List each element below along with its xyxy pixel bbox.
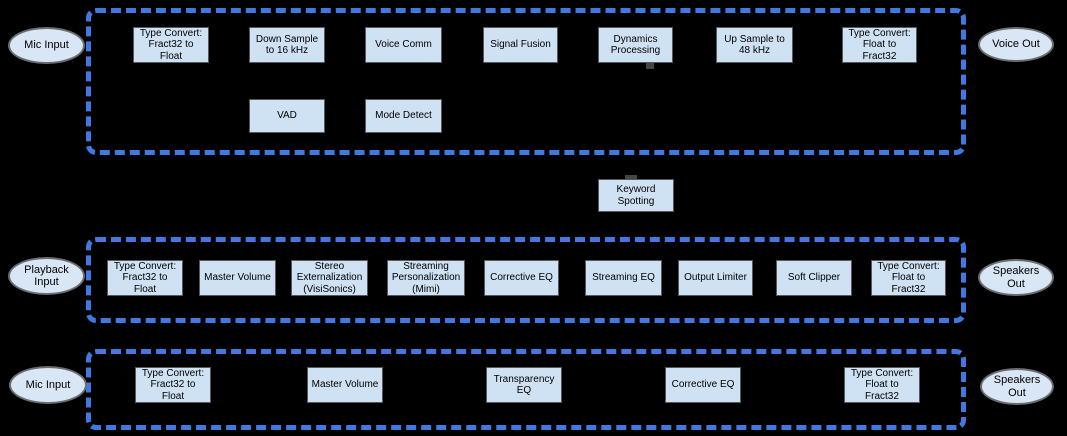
mode-detect: Mode Detect [365,99,442,133]
playback-corrective-eq: Corrective EQ [484,260,559,296]
playback-path-region [86,237,966,323]
clipped-text-under-dynamics [646,63,654,69]
clipped-text-above-keyword [625,175,637,179]
transparency-master-volume: Master Volume [307,367,383,403]
playback-type-convert-out: Type Convert: Float to Fract32 [871,260,946,296]
stereo-externalization: Stereo Externalization (VisiSonics) [291,260,368,296]
playback-type-convert-in: Type Convert: Fract32 to Float [107,260,183,296]
transparency-type-convert-in: Type Convert: Fract32 to Float [135,367,211,403]
mic-input-transparency: Mic Input [9,366,87,404]
voice-comm: Voice Comm [365,27,442,63]
keyword-spotting: Keyword Spotting [598,179,674,212]
dynamics-processing: Dynamics Processing [598,27,673,63]
playback-input: Playback Input [8,257,85,295]
streaming-eq: Streaming EQ [585,260,662,296]
voice-type-convert-in: Type Convert: Fract32 to Float [133,27,209,63]
transparency-corrective-eq: Corrective EQ [665,367,741,403]
voice-out: Voice Out [978,27,1054,62]
vad: VAD [249,99,325,133]
signal-fusion: Signal Fusion [483,27,558,63]
mic-input-voice: Mic Input [8,27,85,64]
transparency-path-region [86,349,966,430]
speakers-out-playback: Speakers Out [978,259,1054,296]
up-sample: Up Sample to 48 kHz [716,27,793,63]
voice-path-region [86,8,966,155]
down-sample: Down Sample to 16 kHz [249,27,325,63]
playback-master-volume: Master Volume [199,260,276,296]
streaming-personalization: Streaming Personalization (Mimi) [387,260,465,296]
transparency-eq: Transparency EQ [486,367,562,403]
voice-type-convert-out: Type Convert: Float to Fract32 [842,27,917,63]
speakers-out-transparency: Speakers Out [980,368,1054,405]
output-limiter: Output Limiter [678,260,753,296]
transparency-type-convert-out: Type Convert: Float to Fract32 [844,367,920,403]
soft-clipper: Soft Clipper [776,260,852,296]
